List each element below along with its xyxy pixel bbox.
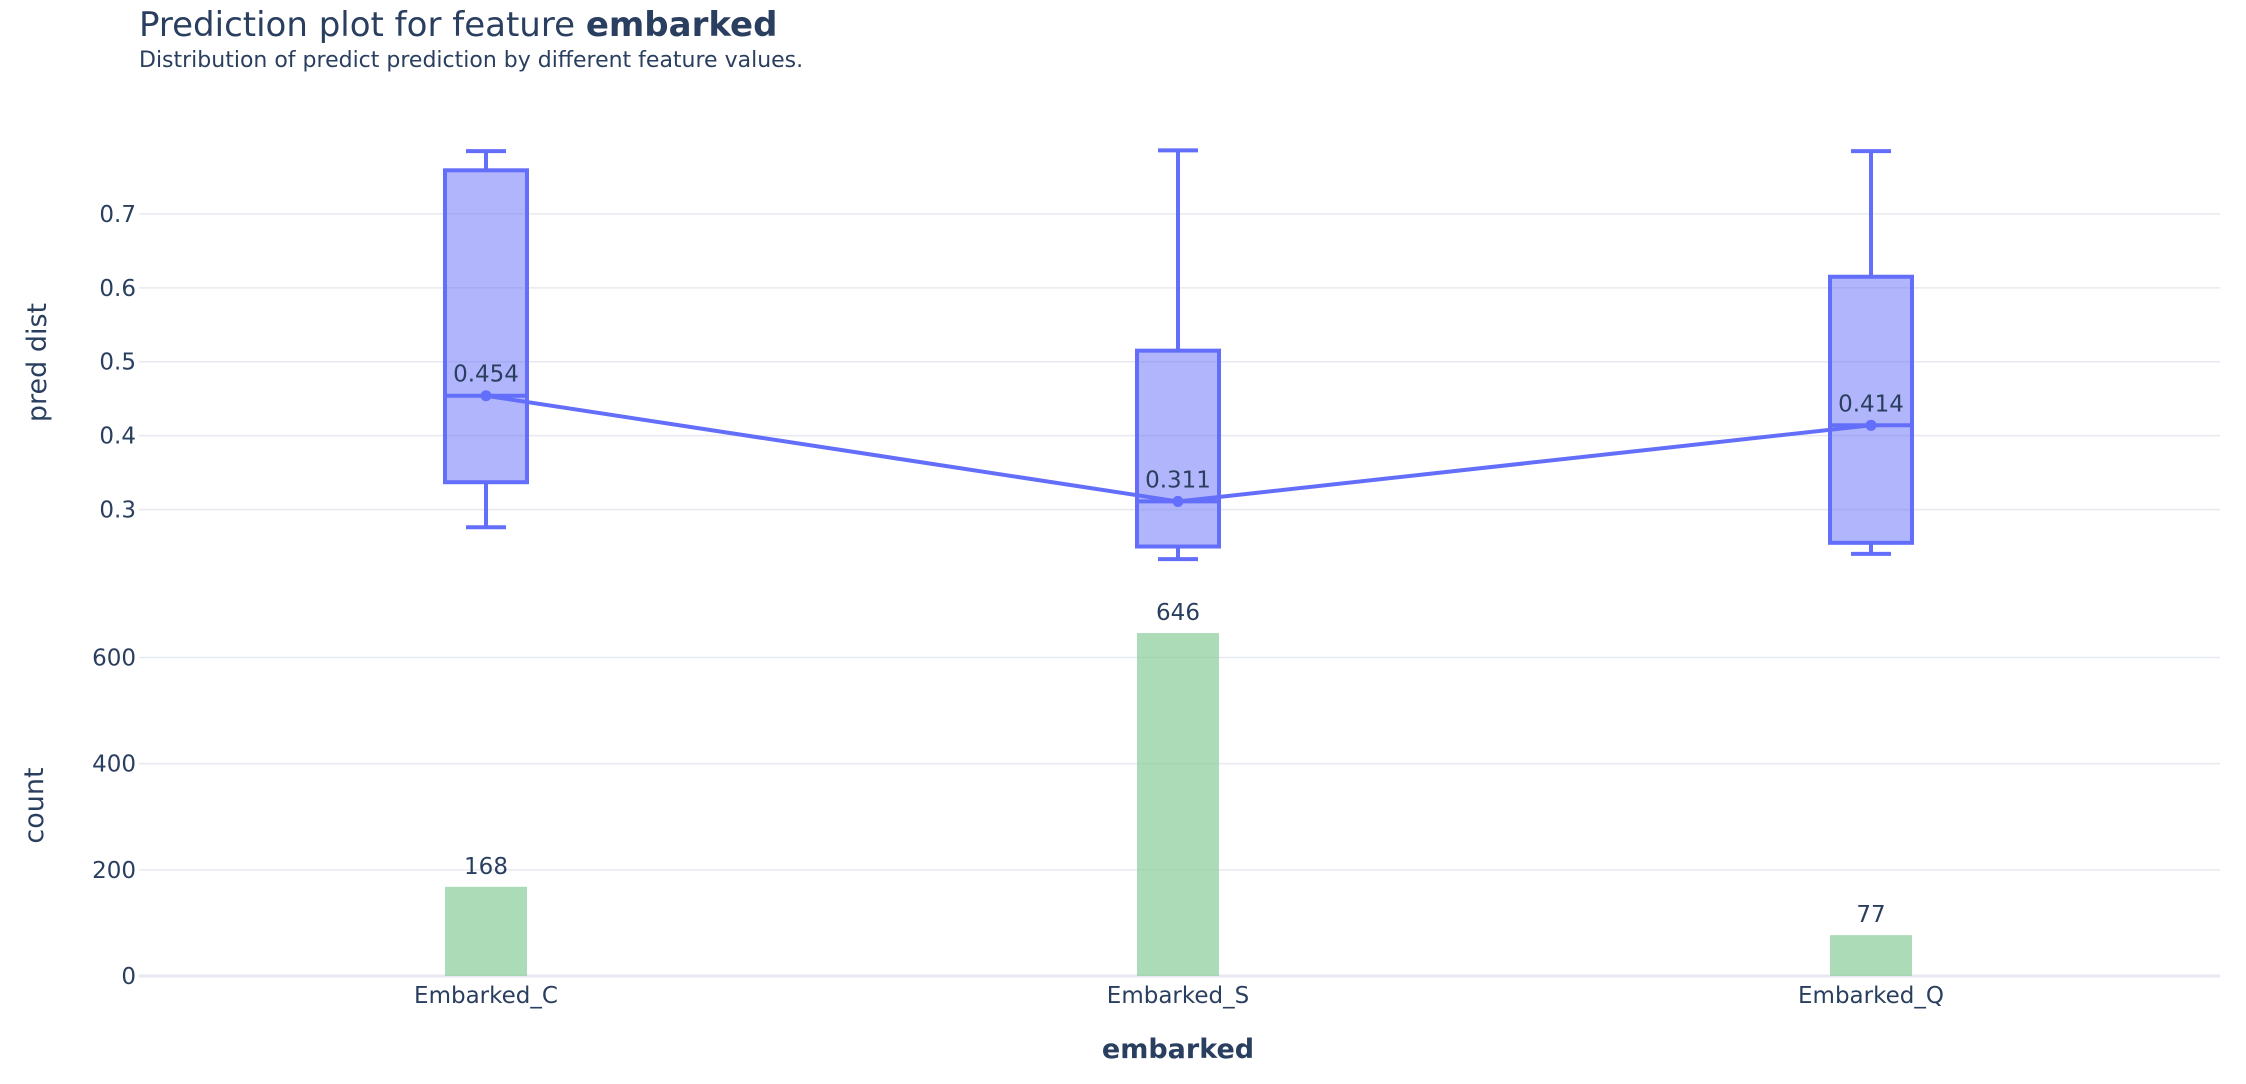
box-y-tick-label: 0.7 bbox=[99, 202, 136, 228]
bar-panel: 0 200 400 600 count 168 646 77 bbox=[19, 600, 2220, 990]
chart-subtitle: Distribution of predict prediction by di… bbox=[139, 48, 803, 73]
bar-y-tick-label: 600 bbox=[92, 645, 136, 671]
median-value-label: 0.454 bbox=[453, 362, 519, 388]
chart-title-prefix: Prediction plot for feature bbox=[139, 5, 586, 45]
x-axis-title: embarked bbox=[1102, 1034, 1254, 1065]
box-panel: 0.3 0.4 0.5 0.6 0.7 pred dist 0.454 0.311 0.41… bbox=[22, 148, 2220, 562]
median-point bbox=[480, 390, 492, 402]
count-bar bbox=[1830, 935, 1912, 976]
count-value-label: 77 bbox=[1856, 902, 1885, 928]
box-panel-marks bbox=[443, 148, 1914, 562]
box-y-tick-label: 0.5 bbox=[99, 350, 136, 376]
chart-title-feature: embarked bbox=[586, 5, 778, 45]
x-tick-label: Embarked_Q bbox=[1798, 983, 1944, 1009]
box-plot-Embarked_S bbox=[1135, 148, 1221, 562]
bar-y-tick-label: 200 bbox=[92, 858, 136, 884]
chart-title: Prediction plot for feature embarked bbox=[139, 5, 777, 45]
bar-panel-y-ticks: 0 200 400 600 bbox=[92, 645, 136, 990]
bar-panel-marks: 168 646 77 bbox=[445, 600, 1912, 976]
median-point bbox=[1172, 495, 1184, 507]
box-y-tick-label: 0.6 bbox=[99, 276, 136, 302]
box-y-tick-label: 0.3 bbox=[99, 498, 136, 524]
bar-y-tick-label: 400 bbox=[92, 752, 136, 778]
x-tick-label: Embarked_S bbox=[1107, 983, 1249, 1009]
x-axis-ticks: Embarked_C Embarked_S Embarked_Q bbox=[414, 983, 1944, 1009]
median-line-series: 0.454 0.311 0.414 bbox=[453, 362, 1904, 507]
median-value-label: 0.311 bbox=[1145, 467, 1211, 493]
box-plot-Embarked_Q bbox=[1828, 149, 1914, 556]
bar-panel-y-axis-title: count bbox=[19, 767, 50, 843]
count-bar bbox=[1137, 633, 1219, 976]
box-body bbox=[1135, 348, 1221, 549]
box-plot-Embarked_C bbox=[443, 149, 529, 530]
median-point bbox=[1865, 419, 1877, 431]
median-value-label: 0.414 bbox=[1838, 391, 1904, 417]
count-value-label: 168 bbox=[464, 854, 508, 880]
box-body bbox=[1828, 274, 1914, 545]
count-value-label: 646 bbox=[1156, 600, 1200, 626]
box-panel-y-axis-title: pred dist bbox=[22, 303, 53, 422]
count-bar bbox=[445, 886, 527, 976]
x-tick-label: Embarked_C bbox=[414, 983, 558, 1009]
box-body bbox=[443, 168, 529, 485]
box-panel-y-ticks: 0.3 0.4 0.5 0.6 0.7 bbox=[99, 202, 136, 524]
bar-y-tick-label: 0 bbox=[121, 964, 136, 990]
box-y-tick-label: 0.4 bbox=[99, 424, 136, 450]
